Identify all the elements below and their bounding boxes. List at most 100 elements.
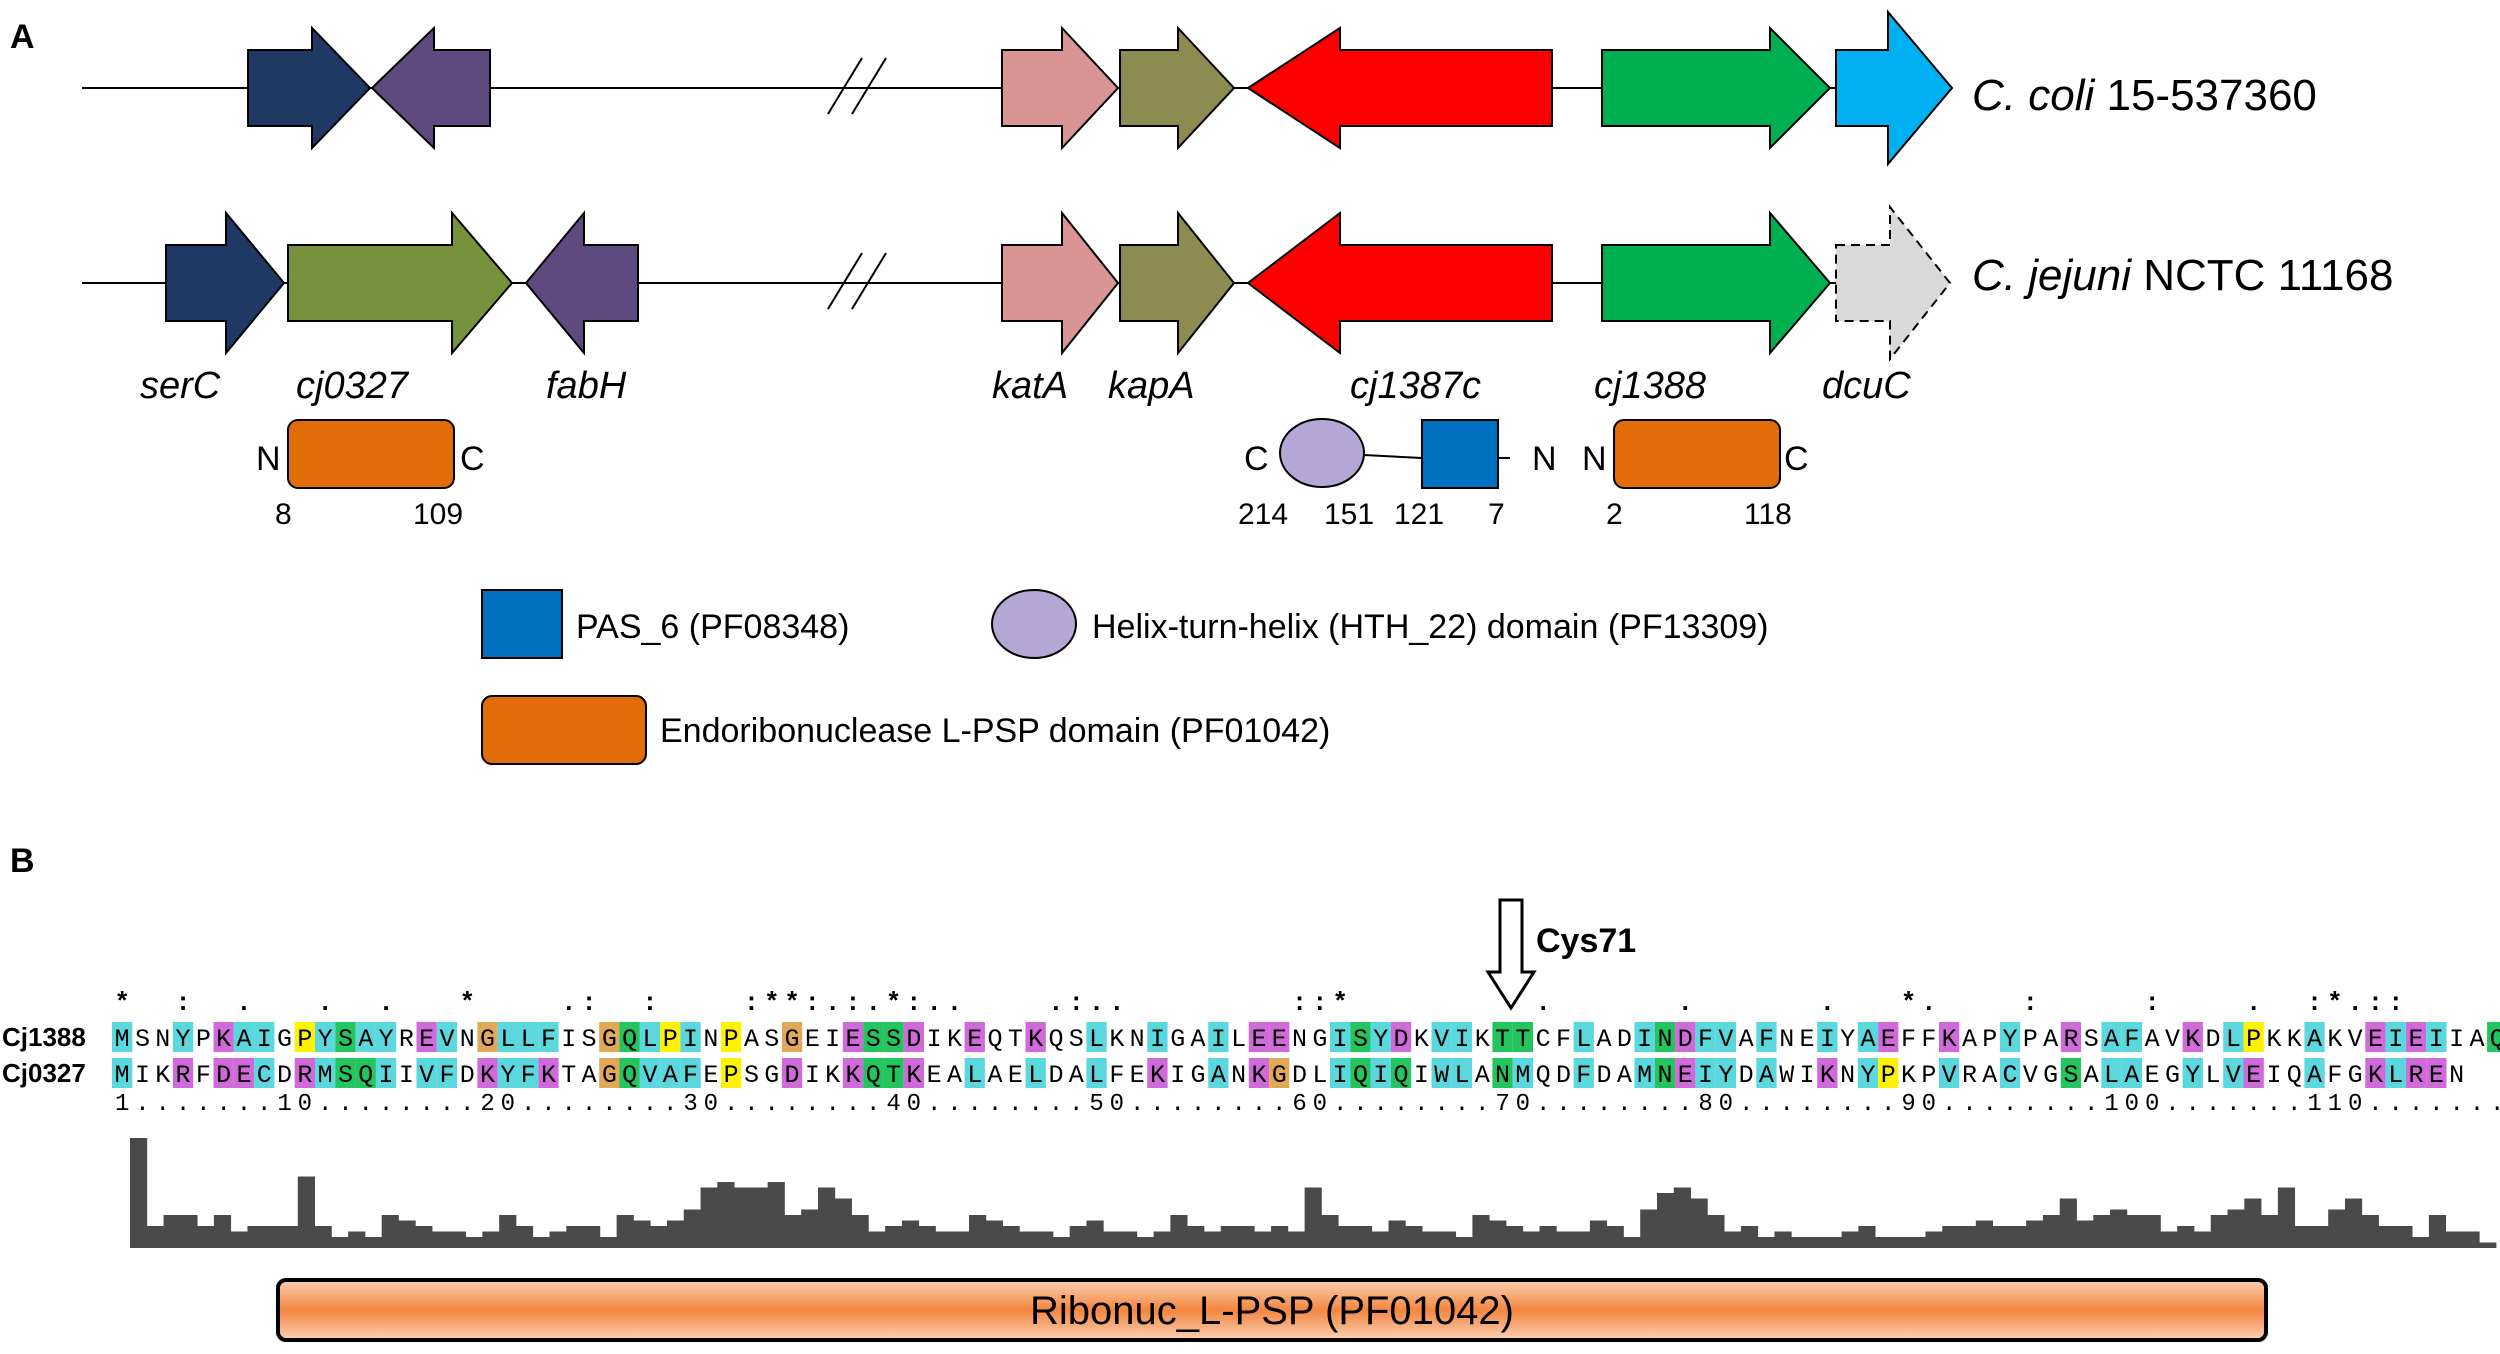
ruler-char: . (2064, 1091, 2078, 1118)
seq1-residue-bg (1492, 1022, 1513, 1052)
seq2-residue: G (2165, 1061, 2180, 1090)
seq1-residue: Q (622, 1025, 637, 1054)
histogram-bar (1942, 1226, 1960, 1248)
seq1-residue: K (1109, 1025, 1124, 1054)
ruler-char: 0 (501, 1091, 515, 1118)
conservation-symbol: . (317, 988, 333, 1018)
cj1387c-num-214: 214 (1238, 498, 1288, 531)
cj1387c-linker (1363, 454, 1423, 459)
seq2-residue: Q (358, 1061, 373, 1090)
histogram-bar (1371, 1231, 1389, 1248)
seq2-residue-bg (1025, 1058, 1046, 1088)
histogram-bar (734, 1187, 752, 1248)
ruler-char: . (1962, 1091, 1976, 1118)
seq1-residue: Y (176, 1025, 191, 1054)
histogram-bar (2059, 1198, 2077, 1248)
ruler-char: . (2470, 1091, 2484, 1118)
seq2-residue: F (439, 1061, 454, 1090)
seq2-residue-bg (1654, 1058, 1676, 1088)
seq1-residue: S (886, 1025, 901, 1054)
histogram-bar (213, 1215, 232, 1248)
conservation-symbol: . (2347, 988, 2363, 1018)
seq1-residue: S (1069, 1025, 1084, 1054)
seq2-residue: D (1048, 1061, 1063, 1090)
ruler-char: . (1028, 1091, 1042, 1118)
seq2-residue: E (2429, 1061, 2444, 1090)
seq2-residue: A (947, 1061, 962, 1090)
ruler-char: . (1881, 1091, 1895, 1118)
seq2-residue-bg (1512, 1058, 1533, 1088)
conservation-symbol: : (1068, 988, 1084, 1018)
seq2-residue-bg (2365, 1058, 2386, 1088)
conservation-symbol: * (784, 988, 800, 1018)
ruler-char: . (1942, 1091, 1956, 1118)
seq2-residue: C (257, 1061, 272, 1090)
histogram-bar (750, 1187, 769, 1248)
histogram-bar (1539, 1226, 1557, 1248)
seq1-residue: P (1982, 1025, 1997, 1054)
ruler-char: 1 (277, 1091, 291, 1118)
ruler-char: . (622, 1091, 636, 1118)
seq1-residue: N (1779, 1025, 1794, 1054)
seq2-residue-bg (903, 1058, 924, 1088)
seq2-residue-bg (2304, 1058, 2325, 1088)
seq1-residue: D (2206, 1025, 2221, 1054)
ruler-char: . (2226, 1091, 2240, 1118)
seq1-residue: R (399, 1025, 414, 1054)
seq2-residue: I (1414, 1061, 1429, 1090)
seq1-residue: A (1962, 1025, 1977, 1054)
histogram-bar (901, 1220, 920, 1248)
seq2-residue: N (1231, 1061, 1246, 1090)
ruler-char: . (1414, 1091, 1428, 1118)
seq2-residue: L (1028, 1061, 1043, 1090)
seq2-residue: I (805, 1061, 820, 1090)
cj1388-domain-diagram: N C 2 118 (1582, 419, 1809, 531)
histogram-bar (499, 1215, 517, 1248)
histogram-bar (1103, 1231, 1121, 1248)
seq1-residue: I (825, 1025, 840, 1054)
histogram-bar (583, 1226, 601, 1248)
histogram-bar (2395, 1226, 2413, 1248)
ruler-char: 0 (1719, 1091, 1733, 1118)
seq1-residue-bg (863, 1022, 884, 1052)
histogram-bar (1170, 1215, 1188, 1248)
seq1-residue: N (1130, 1025, 1145, 1054)
seq1-residue: V (2348, 1025, 2363, 1054)
seq2-residue: E (2145, 1061, 2160, 1090)
seq2-residue: I (379, 1061, 394, 1090)
seq1-residue: A (2043, 1025, 2058, 1054)
seq2-residue-bg (2426, 1058, 2447, 1088)
seq2-residue: F (196, 1061, 211, 1090)
ruler-char: . (1536, 1091, 1550, 1118)
cj1387c-c-terminus: C (1244, 440, 1269, 478)
ruler-char: . (2267, 1091, 2281, 1118)
seq2-residue: K (541, 1061, 556, 1090)
seq1-residue-bg (1573, 1022, 1594, 1052)
seq2-residue-bg (1370, 1058, 1391, 1088)
histogram-bar (1455, 1237, 1473, 1248)
ruler-char: . (825, 1091, 839, 1118)
cj1387c-num-151: 151 (1324, 498, 1374, 531)
histogram-bar (767, 1182, 785, 1248)
ruler-char: . (947, 1091, 961, 1118)
ruler-char: . (541, 1091, 555, 1118)
coli-dcuC-arrow (1835, 9, 1954, 167)
seq1-residue: L (1089, 1025, 1104, 1054)
seq2-residue: D (1739, 1061, 1754, 1090)
seq1-residue-bg (883, 1022, 904, 1052)
seq2-residue: I (1698, 1061, 1713, 1090)
seq1-residue-bg (1999, 1022, 2021, 1052)
conservation-symbol: . (1921, 988, 1937, 1018)
ruler-char: 0 (907, 1091, 921, 1118)
seq1-residue: E (2409, 1025, 2424, 1054)
seq1-residue: P (663, 1025, 678, 1054)
seq1-residue-bg (172, 1022, 194, 1052)
seq2-residue: L (2388, 1061, 2403, 1090)
seq1-residue: N (1292, 1025, 1307, 1054)
seq2-residue: A (1617, 1061, 1632, 1090)
panel-a-label: A (10, 18, 35, 56)
histogram-bar (1573, 1231, 1591, 1248)
ruler-char: . (805, 1091, 819, 1118)
histogram-bar (1354, 1226, 1373, 1248)
seq2-residue-bg (315, 1058, 336, 1088)
